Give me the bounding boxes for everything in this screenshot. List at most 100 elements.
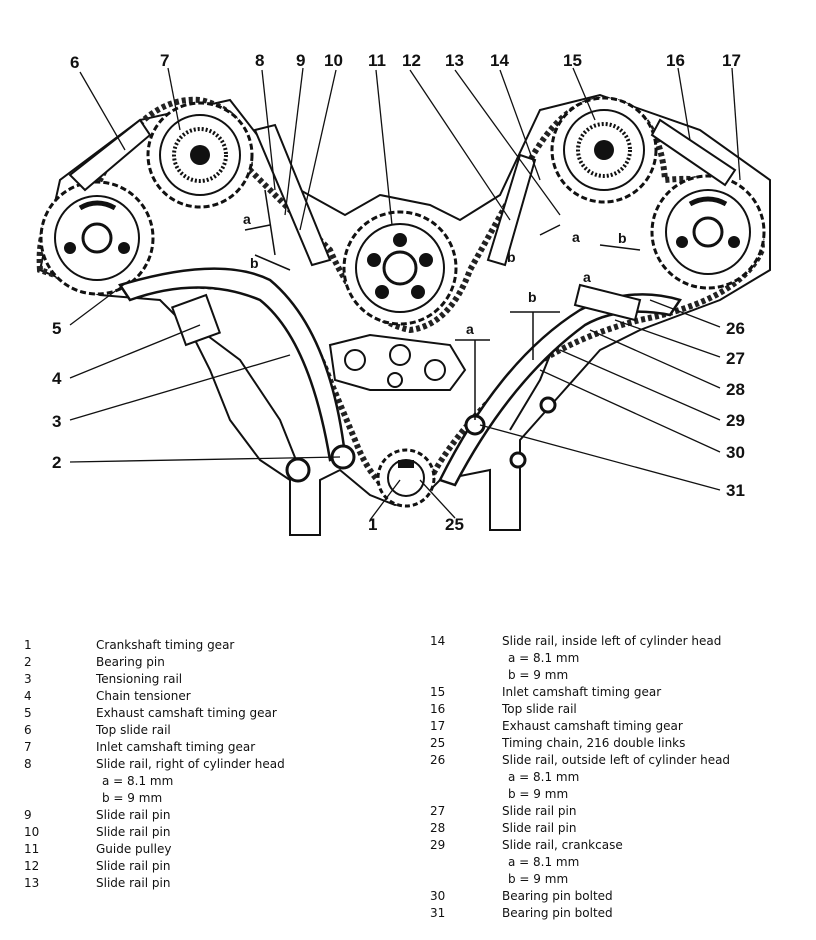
- dim-b-29: b: [528, 289, 537, 305]
- inlet-camshaft-gear-right: [146, 101, 254, 209]
- legend-number: 8: [24, 757, 32, 771]
- legend-number: 15: [430, 685, 446, 699]
- legend-text: Slide rail pin: [502, 804, 577, 818]
- exhaust-camshaft-gear-right: [39, 180, 155, 296]
- legend-item-17: 17 Exhaust camshaft timing gear: [420, 718, 816, 735]
- legend-text: Tensioning rail: [96, 672, 183, 686]
- legend-text: Slide rail pin: [96, 808, 171, 822]
- callout-30: 30: [726, 443, 745, 462]
- legend-right: 14 Slide rail, inside left of cylinder he…: [420, 633, 816, 922]
- legend-text: Slide rail, crankcase: [502, 838, 623, 852]
- legend-subitem: b = 9 mm: [0, 790, 400, 807]
- legend-number: 16: [430, 702, 446, 716]
- legend-item-13: 13 Slide rail pin: [0, 875, 400, 892]
- legend-subtext: a = 8.1 mm: [102, 774, 174, 788]
- callout-10: 10: [324, 51, 343, 70]
- legend-number: 3: [24, 672, 32, 686]
- dim-b-14: b: [507, 249, 516, 265]
- legend-number: 28: [430, 821, 446, 835]
- guide-pulley: [342, 210, 458, 326]
- legend-item-14: 14 Slide rail, inside left of cylinder he…: [420, 633, 816, 650]
- legend-item-8: 8 Slide rail, right of cylinder head: [0, 756, 400, 773]
- legend-subtext: b = 9 mm: [102, 791, 163, 805]
- cylinder-head-slide-rails: [253, 123, 642, 322]
- callout-labels: 1 2 3 4 5 6 7 8 9 10 11 12 13 14 15 16 1…: [52, 51, 745, 534]
- legend-number: 13: [24, 876, 40, 890]
- legend-subtext: a = 8.1 mm: [508, 855, 580, 869]
- legend-text: Slide rail, inside left of cylinder head: [502, 634, 722, 648]
- legend-number: 27: [430, 804, 446, 818]
- legend-text: Exhaust camshaft timing gear: [96, 706, 277, 720]
- legend-text: Inlet camshaft timing gear: [502, 685, 662, 699]
- crankshaft-gear: [376, 448, 436, 508]
- legend-text: Bearing pin bolted: [502, 889, 613, 903]
- legend-subtext: a = 8.1 mm: [508, 651, 580, 665]
- legend-number: 30: [430, 889, 446, 903]
- callout-3: 3: [52, 412, 61, 431]
- legend-text: Slide rail pin: [96, 825, 171, 839]
- legend-text: Slide rail pin: [96, 876, 171, 890]
- dim-a-29: a: [466, 321, 474, 337]
- callout-1: 1: [368, 515, 377, 534]
- legend-subitem: b = 9 mm: [420, 667, 816, 684]
- legend-number: 7: [24, 740, 32, 754]
- legend-number: 11: [24, 842, 40, 856]
- legend-subitem: b = 9 mm: [420, 786, 816, 803]
- legend-subitem: a = 8.1 mm: [420, 650, 816, 667]
- timing-chain: [36, 96, 766, 499]
- dim-b-26: b: [618, 230, 627, 246]
- legend-number: 1: [24, 638, 32, 652]
- inlet-camshaft-gear-left: [550, 96, 658, 204]
- exhaust-camshaft-gear-left: [650, 174, 766, 290]
- callout-12: 12: [402, 51, 421, 70]
- callout-9: 9: [296, 51, 305, 70]
- callout-28: 28: [726, 380, 745, 399]
- legend-number: 29: [430, 838, 446, 852]
- legend-subitem: a = 8.1 mm: [420, 769, 816, 786]
- callout-17: 17: [722, 51, 741, 70]
- crankcase-plate: [328, 333, 467, 391]
- legend-text: Timing chain, 216 double links: [502, 736, 686, 750]
- legend-subtext: b = 9 mm: [508, 668, 569, 682]
- legend-text: Top slide rail: [96, 723, 171, 737]
- chain-tensioner: [170, 293, 222, 347]
- legend-item-3: 3 Tensioning rail: [0, 671, 400, 688]
- legend-item-29: 29 Slide rail, crankcase: [420, 837, 816, 854]
- callout-6: 6: [70, 53, 79, 72]
- legend-number: 14: [430, 634, 446, 648]
- legend-number: 17: [430, 719, 446, 733]
- legend-subtext: a = 8.1 mm: [508, 770, 580, 784]
- leader-lines: [69, 67, 741, 521]
- callout-16: 16: [666, 51, 685, 70]
- legend-item-9: 9 Slide rail pin: [0, 807, 400, 824]
- legend-item-28: 28 Slide rail pin: [420, 820, 816, 837]
- legend-indent: [420, 786, 508, 803]
- legend-number: 12: [24, 859, 40, 873]
- callout-11: 11: [368, 51, 386, 70]
- dim-a-14: a: [572, 229, 580, 245]
- legend-text: Exhaust camshaft timing gear: [502, 719, 683, 733]
- legend-text: Slide rail pin: [502, 821, 577, 835]
- legend-subtext: b = 9 mm: [508, 787, 569, 801]
- legend-indent: [0, 790, 102, 807]
- callout-29: 29: [726, 411, 745, 430]
- dim-b-8: b: [250, 255, 259, 271]
- callout-7: 7: [160, 51, 169, 70]
- callout-8: 8: [255, 51, 264, 70]
- dim-a-8: a: [243, 211, 251, 227]
- callout-25: 25: [445, 515, 464, 534]
- legend-number: 2: [24, 655, 32, 669]
- legend-number: 5: [24, 706, 32, 720]
- dim-a-26: a: [583, 269, 591, 285]
- legend-text: Slide rail, right of cylinder head: [96, 757, 285, 771]
- legend-number: 9: [24, 808, 32, 822]
- callout-14: 14: [490, 51, 509, 70]
